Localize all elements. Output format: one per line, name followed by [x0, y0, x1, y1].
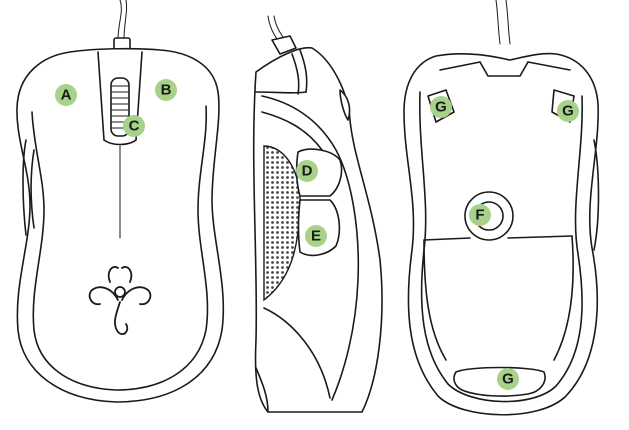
callout-b-circle: [155, 79, 177, 101]
callout-a: A: [61, 87, 72, 104]
callout-a-circle: [55, 84, 77, 106]
callout-d: D: [302, 163, 313, 180]
side-cable-relief: [271, 35, 297, 55]
callout-c-circle: [123, 115, 145, 137]
callout-g2: G: [562, 103, 574, 120]
callout-d-circle: [296, 160, 318, 182]
callout-f: F: [475, 207, 484, 224]
top-view: A B C: [16, 0, 225, 403]
cable: [117, 0, 122, 41]
bottom-view: G G F G: [403, 0, 600, 416]
callout-e: E: [311, 228, 321, 245]
callout-g1-circle: [430, 96, 452, 118]
side-view: D E: [252, 15, 383, 413]
callout-e-circle: [305, 225, 327, 247]
callout-c: C: [129, 118, 140, 135]
callout-g1: G: [435, 99, 447, 116]
callout-b: B: [161, 82, 172, 99]
callout-g3: G: [502, 371, 514, 388]
callout-g3-circle: [497, 368, 519, 390]
razer-logo: [88, 266, 152, 336]
callout-f-circle: [469, 204, 491, 226]
callout-g2-circle: [557, 100, 579, 122]
